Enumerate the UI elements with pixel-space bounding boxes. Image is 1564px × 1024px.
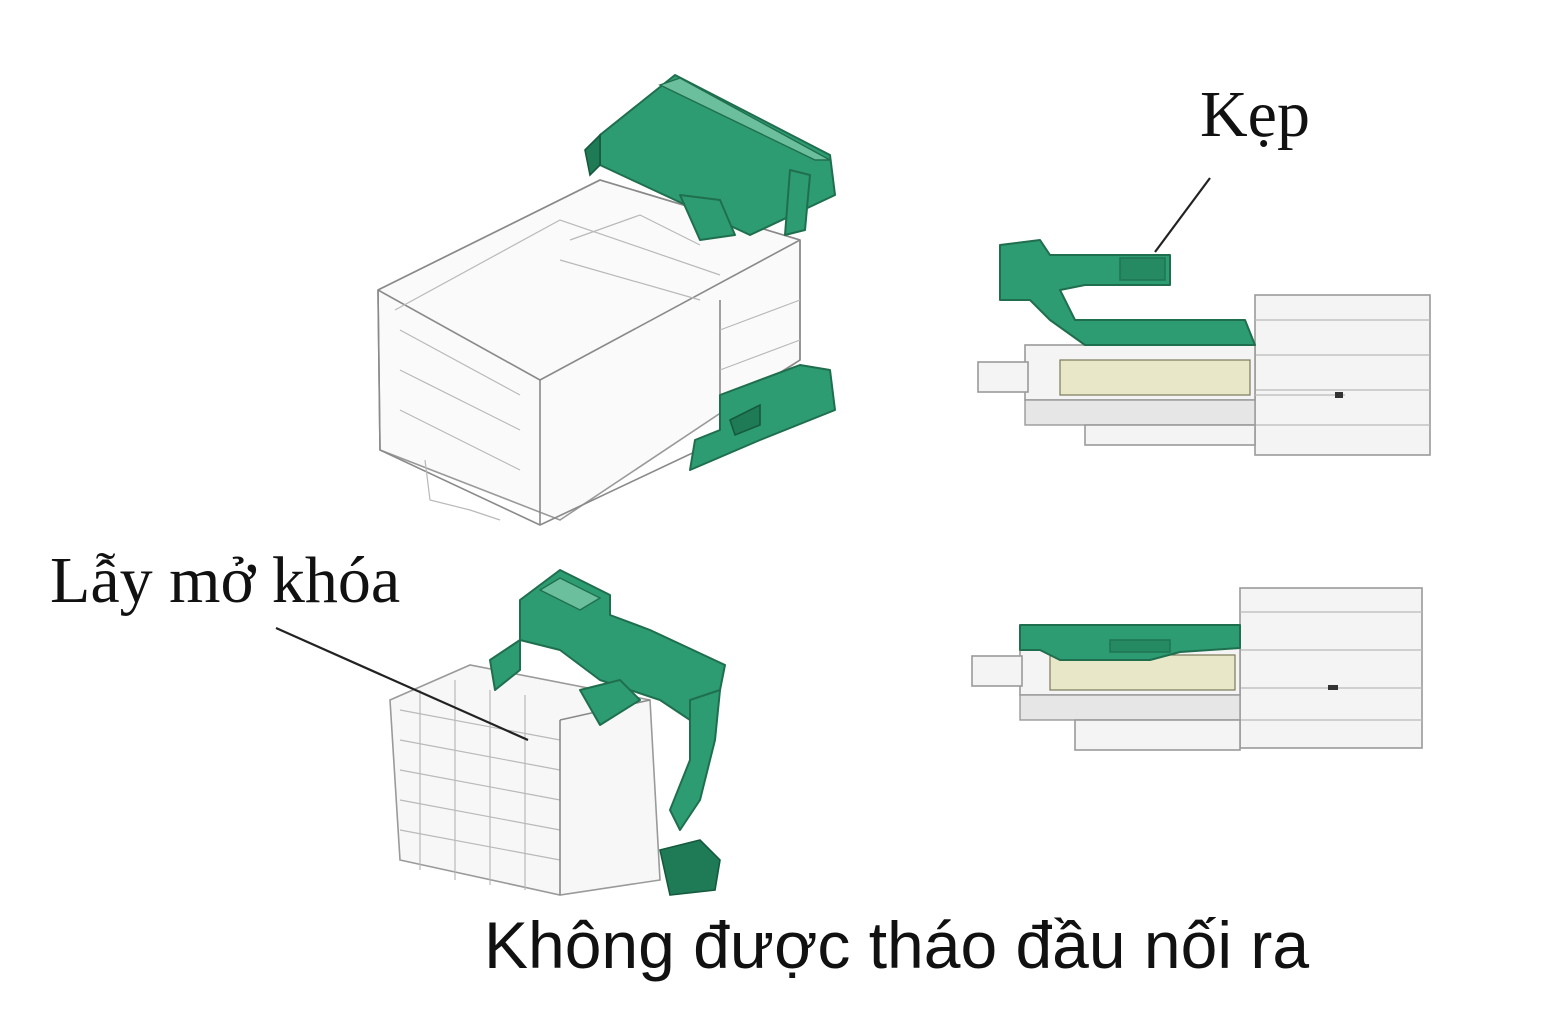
caption: Không được tháo đầu nối ra: [484, 908, 1309, 982]
unlock-lever-label: Lẫy mở khóa: [50, 544, 400, 617]
clip-pointer-line: [1154, 177, 1211, 253]
connector-isometric-bottom: [389, 569, 726, 896]
connector-side-top: [977, 239, 1431, 456]
lever-pointer-line: [275, 626, 529, 742]
clip-label: Kẹp: [1200, 78, 1310, 151]
connector-side-bottom: [971, 587, 1423, 751]
connector-isometric-top: [377, 74, 836, 526]
